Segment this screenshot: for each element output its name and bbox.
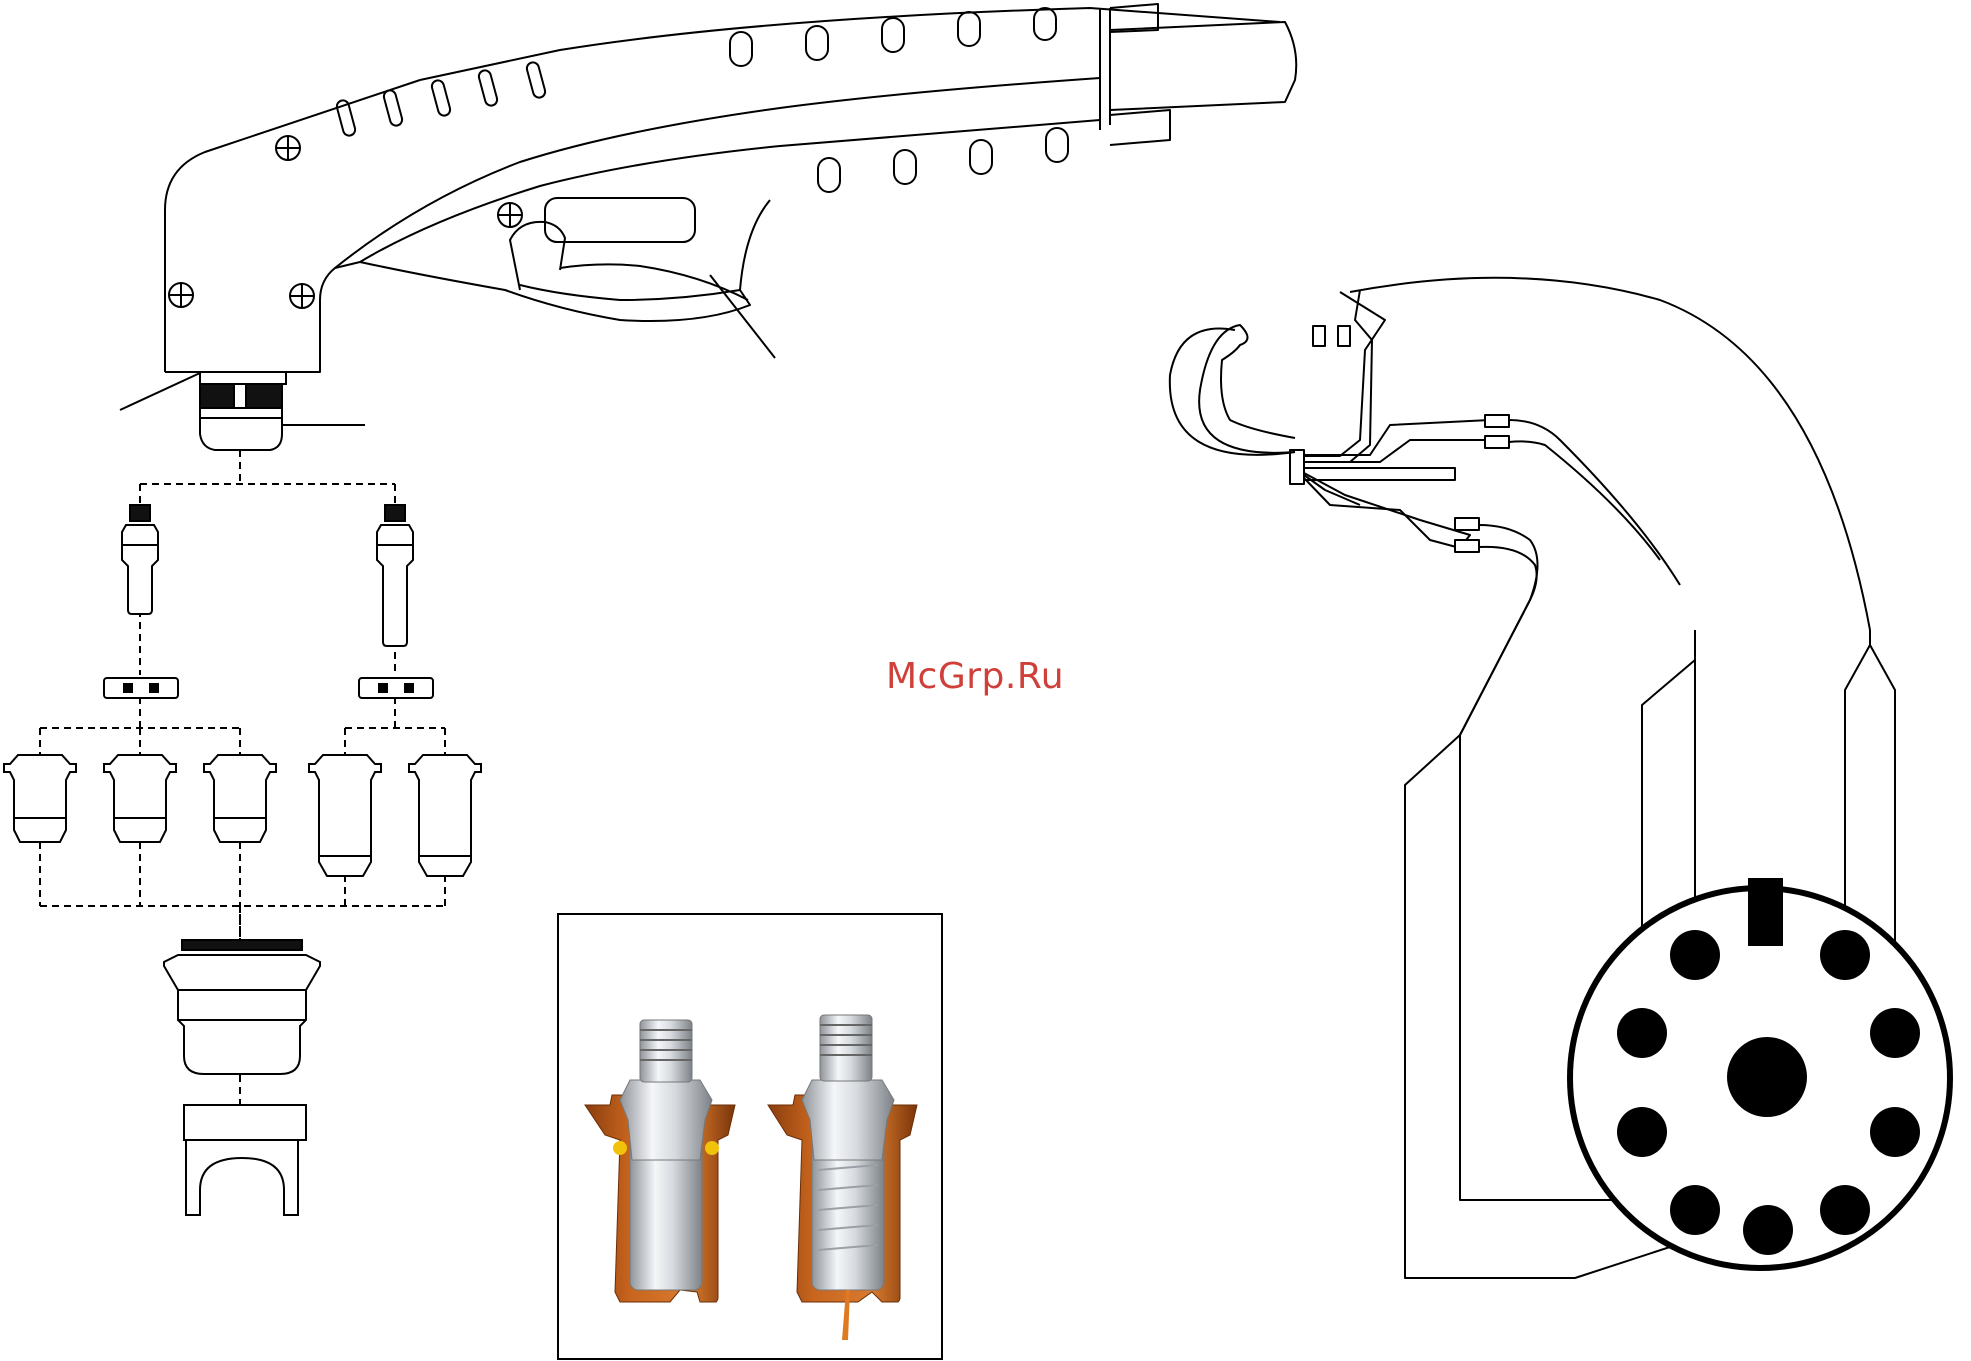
screw-icon: [290, 284, 314, 308]
electrode-icon: [377, 505, 413, 646]
electrode-icon: [122, 505, 158, 614]
nozzle-icon: [409, 755, 481, 876]
nozzle-icon: [4, 755, 76, 842]
electrode-photo-panel: [558, 914, 942, 1359]
torch-screws: [169, 136, 522, 308]
connector-socket: [1570, 878, 1950, 1268]
nozzle-icon: [104, 755, 176, 842]
nozzle-icon: [309, 755, 381, 876]
grip-ribs: [336, 8, 1068, 192]
screw-icon: [276, 136, 300, 160]
swirl-ring-icon: [104, 678, 178, 698]
nozzle-icon: [204, 755, 276, 842]
screw-icon: [169, 283, 193, 307]
shield-cup-icon: [164, 940, 320, 1074]
mounted-tip: [200, 372, 286, 450]
screw-icon: [498, 203, 522, 227]
torch-body: [120, 4, 1296, 425]
watermark-text: McGrp.Ru: [886, 656, 1064, 697]
drag-shield-icon: [184, 1105, 306, 1215]
swirl-ring-icon: [359, 678, 433, 698]
